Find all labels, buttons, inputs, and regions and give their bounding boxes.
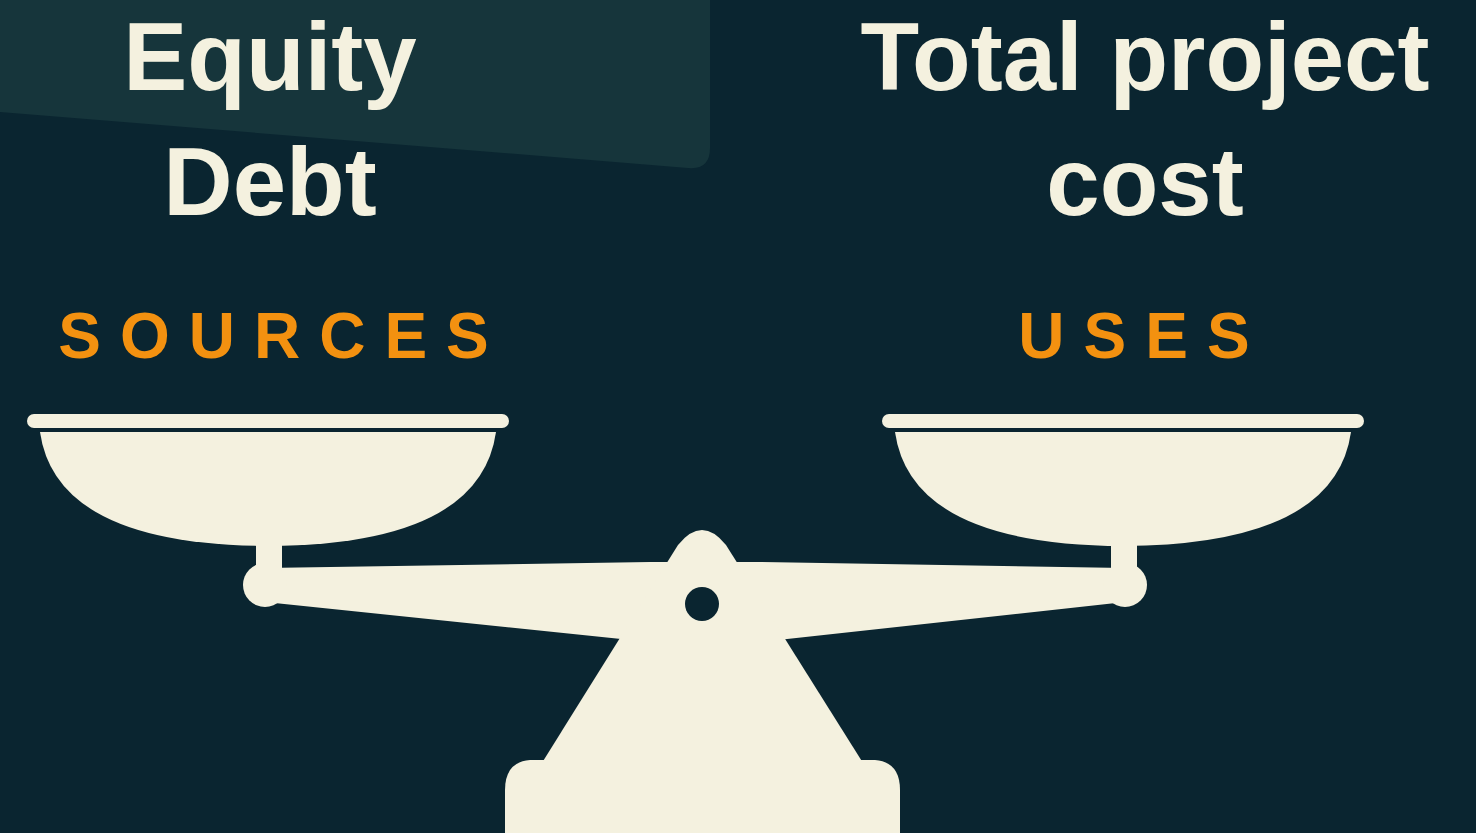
balance-scale: [27, 414, 1364, 833]
column-heading: USES: [925, 304, 1344, 368]
use-label: Total project cost: [825, 0, 1465, 244]
source-label: Equity: [60, 0, 480, 119]
source-label: Debt: [60, 119, 480, 244]
column-heading: SOURCES: [4, 304, 543, 368]
